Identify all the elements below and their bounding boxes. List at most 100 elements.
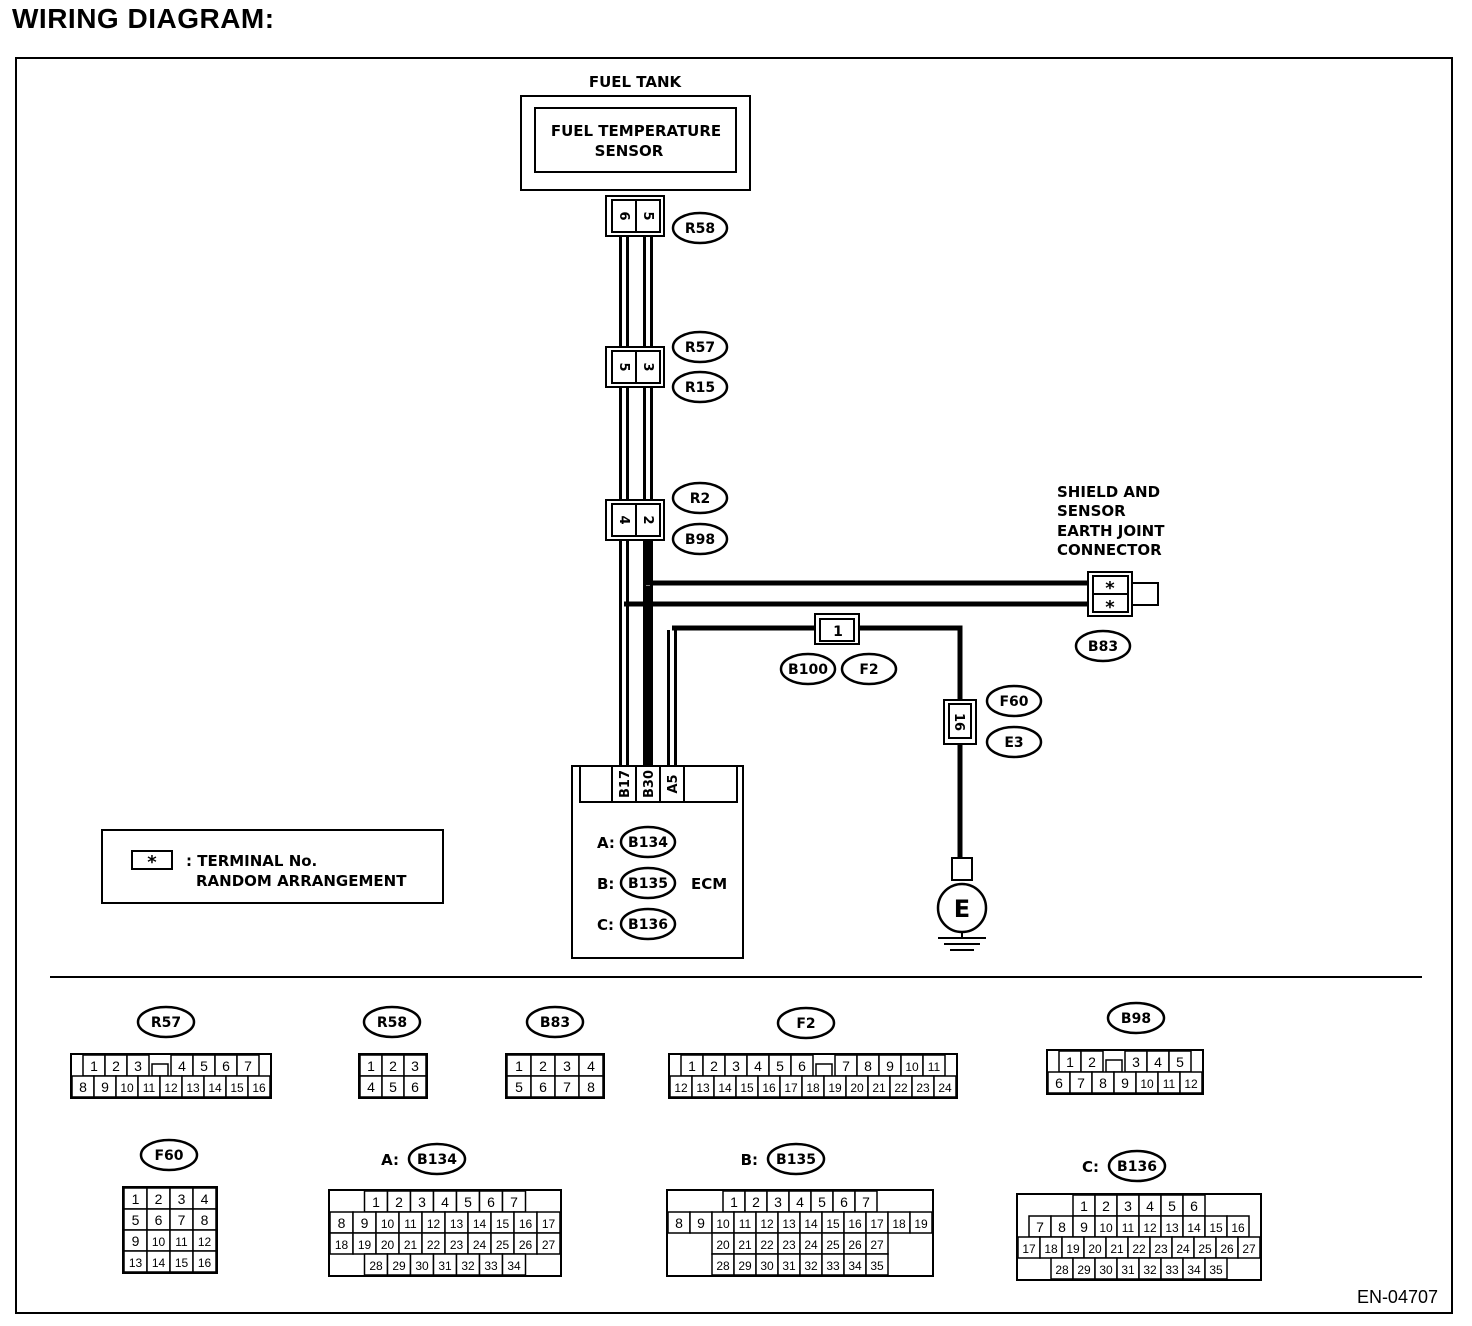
pinout-pin: 28 bbox=[369, 1259, 383, 1273]
badge-b135 bbox=[619, 866, 677, 900]
ecm-label: ECM bbox=[691, 875, 727, 893]
pinout-pin: 24 bbox=[804, 1238, 818, 1252]
pin-r57-3: 3 bbox=[640, 362, 655, 371]
legend-box bbox=[101, 829, 444, 904]
ecm-box bbox=[571, 765, 744, 959]
badge-b134 bbox=[619, 825, 677, 859]
pinout-title: B136 bbox=[1117, 1159, 1157, 1175]
pinout-pin: 9 bbox=[361, 1215, 369, 1231]
pinout-letter: A: bbox=[381, 1151, 399, 1169]
pinout-pin: 33 bbox=[1165, 1263, 1179, 1277]
pinout-title: B135 bbox=[776, 1152, 816, 1168]
pinout-pin: 1 bbox=[730, 1194, 738, 1210]
shield-wires bbox=[624, 540, 1092, 860]
pinout-pin: 19 bbox=[828, 1081, 842, 1095]
badge-e3-text: E3 bbox=[1004, 735, 1023, 751]
pinout-pin: 8 bbox=[201, 1212, 209, 1228]
pinout-pin: 15 bbox=[1209, 1221, 1223, 1235]
pinout-pin: 8 bbox=[1058, 1219, 1066, 1235]
pinout-pin: 10 bbox=[381, 1217, 395, 1231]
pinout-pin: 32 bbox=[804, 1259, 818, 1273]
pinout-pin: 5 bbox=[464, 1194, 472, 1210]
fuel-tank-label: FUEL TANK bbox=[589, 73, 683, 91]
pinout-pin: 25 bbox=[496, 1238, 510, 1252]
pinout-pin: 14 bbox=[1187, 1221, 1201, 1235]
pinout-pin: 15 bbox=[175, 1256, 189, 1270]
legend-line2: RANDOM ARRANGEMENT bbox=[196, 872, 407, 890]
pinout-pin: 6 bbox=[1055, 1075, 1063, 1091]
pinout-pin: 3 bbox=[411, 1058, 419, 1074]
pinout-pin: 27 bbox=[1242, 1242, 1256, 1256]
pinout-frame bbox=[70, 1053, 272, 1099]
pinout-frame bbox=[122, 1186, 218, 1274]
pinout-pin: 6 bbox=[411, 1079, 419, 1095]
pinout-pin: 14 bbox=[473, 1217, 487, 1231]
ecm-conn-c-letter: C: bbox=[597, 916, 614, 934]
pinout-pin: 28 bbox=[1055, 1263, 1069, 1277]
pinout-pin: 4 bbox=[587, 1058, 595, 1074]
pinout-pin: 13 bbox=[450, 1217, 464, 1231]
pinout-pin: 16 bbox=[848, 1217, 862, 1231]
pinout-pin: 16 bbox=[762, 1081, 776, 1095]
pinout-pin: 30 bbox=[415, 1259, 429, 1273]
pinout-pin: 34 bbox=[848, 1259, 862, 1273]
ecm-conn-a-letter: A: bbox=[597, 834, 615, 852]
pinout-pin: 10 bbox=[716, 1217, 730, 1231]
pinout-pin: 11 bbox=[739, 1217, 752, 1231]
pinout-pin: 12 bbox=[674, 1081, 688, 1095]
pinout-pin: 11 bbox=[175, 1235, 188, 1249]
pinout-pin: 3 bbox=[774, 1194, 782, 1210]
pinout-pin: 11 bbox=[1163, 1077, 1176, 1091]
pinout-pin: 15 bbox=[826, 1217, 840, 1231]
diagram-frame bbox=[15, 57, 1453, 1314]
pinout-pin: 11 bbox=[143, 1081, 156, 1095]
pinout-pin: 10 bbox=[120, 1081, 134, 1095]
pinout-pin: 16 bbox=[519, 1217, 533, 1231]
pinout-pin: 3 bbox=[1132, 1054, 1140, 1070]
pinout-pin: 10 bbox=[152, 1235, 166, 1249]
pinout-pin: 34 bbox=[507, 1259, 521, 1273]
connector-f60 bbox=[943, 699, 977, 745]
pinout-pin: 19 bbox=[1066, 1242, 1080, 1256]
pinout-pin: 16 bbox=[198, 1256, 212, 1270]
pinout-pin: 24 bbox=[473, 1238, 487, 1252]
badge-f60-text: F60 bbox=[999, 694, 1028, 710]
ecm-terminal-a5: A5 bbox=[666, 774, 681, 793]
legend-line1: : TERMINAL No. bbox=[186, 852, 317, 870]
pinout-letter: C: bbox=[1082, 1158, 1099, 1176]
pinout-pin: 14 bbox=[208, 1081, 222, 1095]
pinout-pin: 13 bbox=[1165, 1221, 1179, 1235]
pinout-pin: 35 bbox=[870, 1259, 884, 1273]
pinout-pin: 4 bbox=[796, 1194, 804, 1210]
badge-b98 bbox=[671, 522, 729, 556]
badge-b136-text: B136 bbox=[628, 917, 668, 933]
badge-b98-text: B98 bbox=[685, 532, 715, 548]
pin-r2-4: 4 bbox=[616, 515, 631, 524]
pinout-title: B134 bbox=[417, 1152, 457, 1168]
sensor-label-line2: SENSOR bbox=[595, 142, 664, 160]
badge-b135-text: B135 bbox=[628, 876, 668, 892]
pinout-pin: 9 bbox=[101, 1079, 109, 1095]
badge-b83 bbox=[1074, 629, 1132, 663]
pinout-pin: 21 bbox=[404, 1238, 418, 1252]
pinout-pin: 29 bbox=[738, 1259, 752, 1273]
pinout-pin: 17 bbox=[784, 1081, 798, 1095]
pin-r57-5: 5 bbox=[616, 362, 631, 371]
pinout-pin: 26 bbox=[519, 1238, 533, 1252]
pinout-pin: 30 bbox=[760, 1259, 774, 1273]
pinout-badge bbox=[525, 1005, 585, 1039]
pinout-pin: 1 bbox=[90, 1058, 98, 1074]
pinout-pin: 14 bbox=[718, 1081, 732, 1095]
pinout-badge bbox=[1107, 1149, 1167, 1183]
pinout-pin: 7 bbox=[1036, 1219, 1044, 1235]
pinout-pin: 1 bbox=[688, 1058, 696, 1074]
pinout-pin: 30 bbox=[1099, 1263, 1113, 1277]
pinout-pin: 6 bbox=[155, 1212, 163, 1228]
b83-pin-bottom: * bbox=[1105, 597, 1115, 618]
pinout-pin: 6 bbox=[222, 1058, 230, 1074]
pinout-pin: 17 bbox=[542, 1217, 556, 1231]
